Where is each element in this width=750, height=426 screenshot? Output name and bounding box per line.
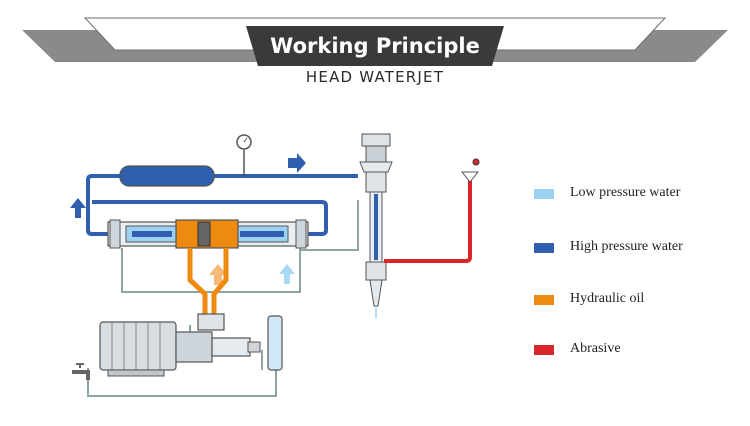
hydraulic-oil-line [187, 248, 229, 315]
accumulator [119, 165, 215, 187]
control-valve [197, 313, 225, 331]
legend-swatch [534, 189, 554, 199]
flow-arrow-up-low-icon [279, 264, 295, 284]
legend-swatch [534, 345, 554, 355]
legend-item-hydraulic-oil: Hydraulic oil [530, 290, 740, 310]
banner-title-plate [246, 26, 504, 66]
legend-label: Low pressure water [570, 185, 681, 200]
hydraulic-pump [175, 331, 261, 363]
pressure-gauge [236, 134, 252, 176]
legend-swatch [534, 295, 554, 305]
page-subtitle: HEAD WATERJET [305, 68, 445, 86]
waterjet-schematic [70, 133, 480, 397]
water-filter [267, 315, 283, 371]
flow-arrow-right-icon [288, 153, 306, 173]
flow-arrow-up-oil-icon [209, 264, 227, 285]
abrasive-line [384, 158, 480, 263]
legend-swatch [534, 243, 554, 253]
flow-arrow-up-high-icon [70, 198, 86, 218]
legend-label: High pressure water [570, 239, 683, 254]
water-inlet-faucet-icon [72, 363, 90, 380]
legend-label: Hydraulic oil [570, 291, 645, 306]
header-banner [22, 17, 728, 66]
legend-item-low-pressure-water: Low pressure water [530, 184, 740, 204]
page-title: Working Principle [270, 34, 480, 58]
legend-item-abrasive: Abrasive [530, 340, 740, 360]
electric-motor [99, 321, 177, 377]
legend-item-high-pressure-water: High pressure water [530, 238, 740, 258]
cutting-head [359, 133, 393, 318]
legend-label: Abrasive [570, 341, 621, 356]
intensifier [107, 219, 309, 249]
high-pressure-line [86, 174, 358, 236]
